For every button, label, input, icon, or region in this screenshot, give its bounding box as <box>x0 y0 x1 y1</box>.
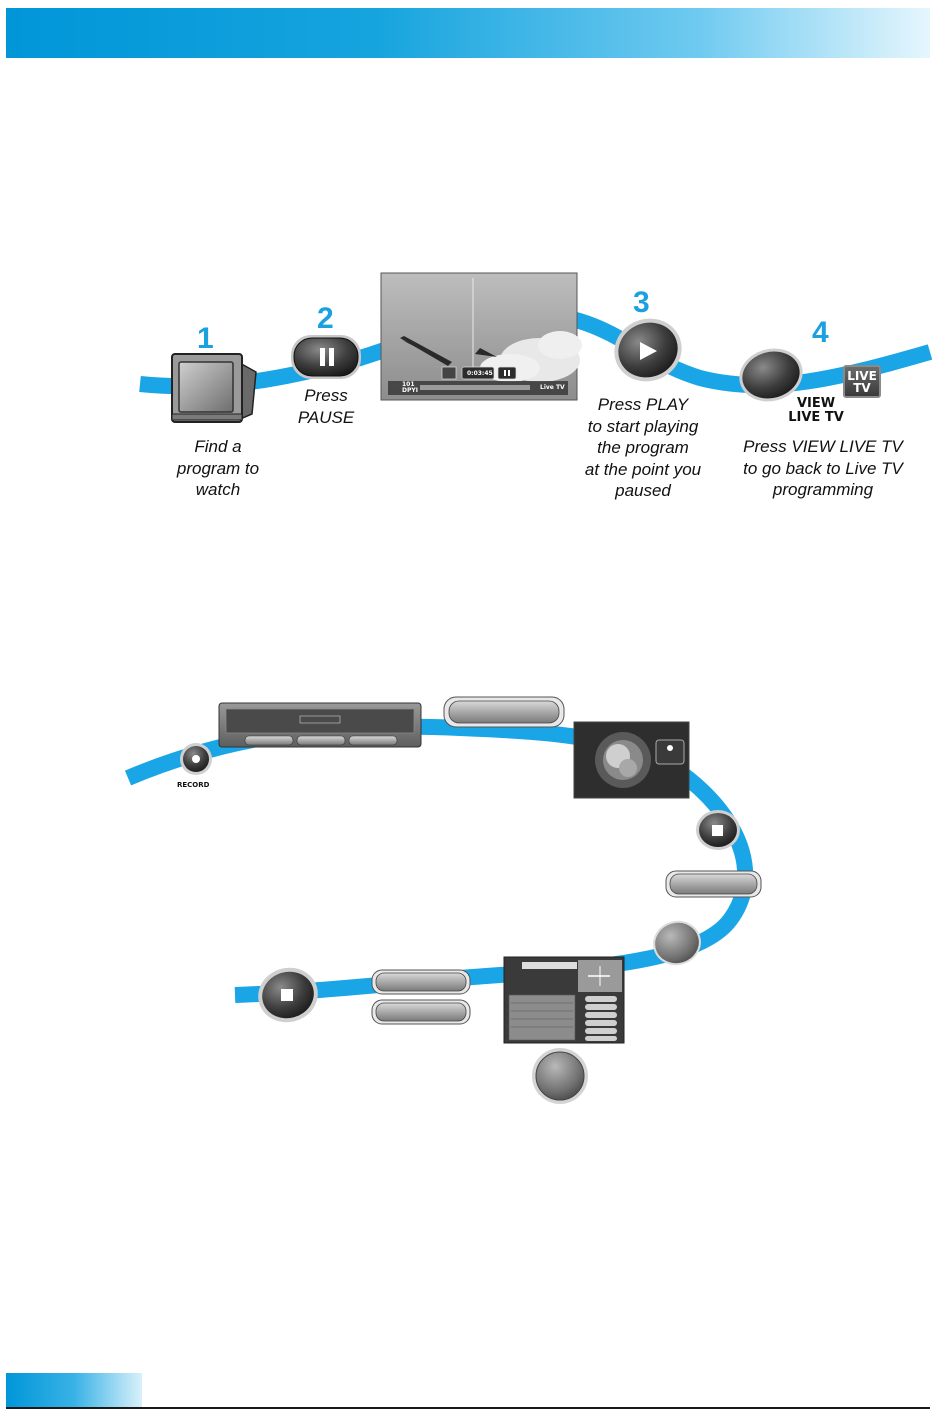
paused-screen-image <box>380 272 582 401</box>
record-icon <box>180 743 212 775</box>
step-2-caption: Press PAUSE <box>297 386 355 427</box>
tv-icon <box>171 353 257 423</box>
recordings-list-screen <box>503 956 625 1044</box>
live-tv-icon: LIVE TV <box>843 365 881 398</box>
pause-icon <box>291 335 361 379</box>
header-bar <box>6 8 930 58</box>
step-1-caption: Find a program to watch <box>176 437 260 499</box>
step-4-number: 4 <box>812 316 829 349</box>
osd-channel: 101 DPYI <box>402 381 418 394</box>
stop-icon <box>696 810 740 850</box>
step-3-caption: Press PLAY to start playing the program … <box>584 395 702 500</box>
step-1-number: 1 <box>197 322 214 355</box>
footer-divider <box>6 1407 930 1409</box>
view-live-tv-label: VIEW LIVE TV <box>788 396 844 425</box>
footer-bar <box>6 1373 142 1407</box>
recording-panel <box>218 702 422 748</box>
osd-timer: 0:03:45 <box>467 370 493 377</box>
select-button-icon <box>653 920 701 966</box>
play-icon <box>614 318 682 382</box>
step-2-number: 2 <box>317 302 334 335</box>
recording-preview-image <box>573 721 690 799</box>
stop-icon-left <box>258 967 318 1023</box>
step-3-number: 3 <box>633 286 650 319</box>
record-label: RECORD <box>177 781 210 789</box>
step-4-caption: Press VIEW LIVE TV to go back to Live TV… <box>743 437 903 499</box>
view-live-tv-icon <box>739 348 803 402</box>
osd-live-label: Live TV <box>540 384 565 391</box>
